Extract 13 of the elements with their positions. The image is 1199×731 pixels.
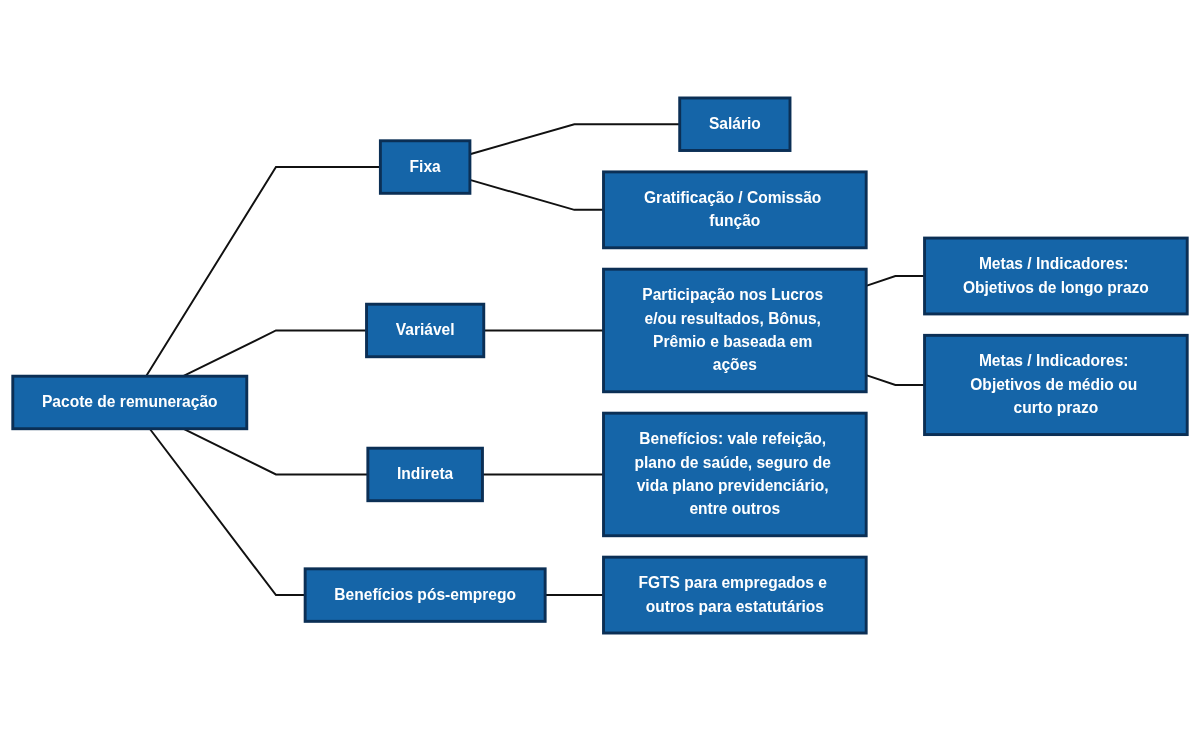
node-box xyxy=(922,333,1189,437)
node-box xyxy=(601,555,868,635)
node-box xyxy=(601,267,868,394)
node-box xyxy=(601,411,868,538)
node-box xyxy=(677,96,791,152)
node-box xyxy=(365,446,484,503)
node-box xyxy=(303,567,547,623)
node-box xyxy=(601,170,868,250)
node-box xyxy=(10,374,248,431)
node-box xyxy=(378,139,471,195)
diagram: Pacote de remuneração Fixa Salário Gratificação / Comissão função Variável Participação nos Lucros e/ou resultados, Bônus, Prêmio e baseada em ações Metas / Indicadores: Objetivos de longo prazo Metas / Indicadores: Objetivos de médio ou curto prazo Indireta Benefícios: vale refeição, plano de saúde, seguro de vida plano previdenciário, entre outros Benefícios pós-emprego FGTS para empregados e outros para estatutários xyxy=(4,3,1195,728)
node-box xyxy=(364,302,485,359)
node-box xyxy=(922,236,1189,316)
